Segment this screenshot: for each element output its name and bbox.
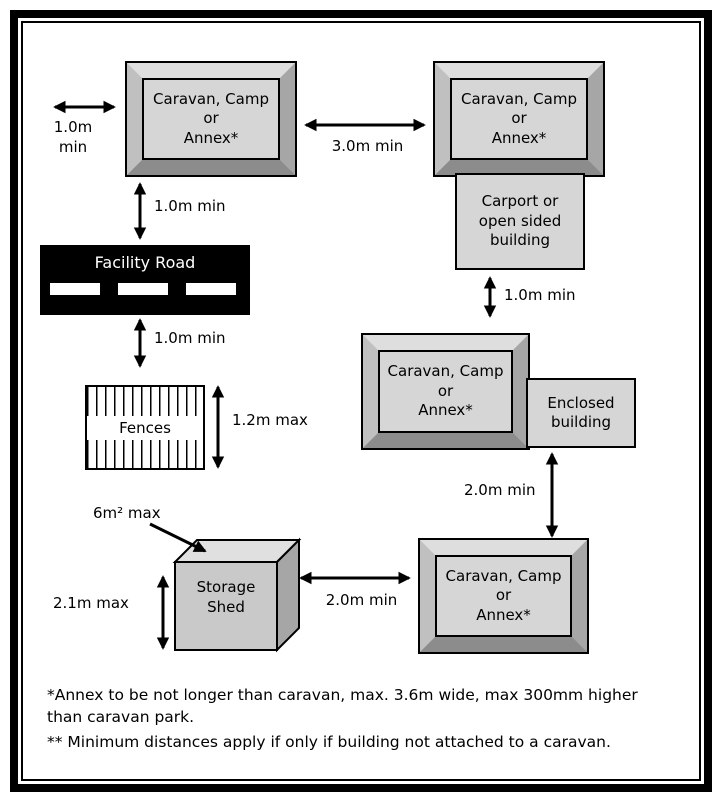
footnote-min-distance: ** Minimum distances apply if only if bu… — [47, 732, 611, 751]
facility-road: Facility Road — [40, 245, 250, 315]
label-shed-to-caravan: 2.0m min — [325, 591, 398, 609]
label-fence-height: 1.2m max — [232, 411, 308, 429]
caravan-bottom-right-label: Caravan, Camp or Annex* — [435, 555, 572, 637]
label-caravan-to-road: 1.0m min — [154, 197, 226, 215]
fences-box: Fences — [85, 385, 205, 470]
caravan-box-top-right: Caravan, Camp or Annex* — [433, 61, 605, 177]
label-between-top-caravans: 3.0m min — [331, 137, 404, 155]
facility-road-label: Facility Road — [94, 253, 196, 272]
footnote-annex: *Annex to be not longer than caravan, ma… — [47, 686, 638, 727]
label-shed-area: 6m² max — [93, 504, 161, 522]
shed-side-face — [276, 537, 300, 653]
arrow-shed-area-pointer — [149, 522, 207, 553]
road-dash — [50, 283, 100, 295]
fences-label: Fences — [87, 415, 203, 440]
road-dash — [186, 283, 236, 295]
label-road-to-fence: 1.0m min — [154, 329, 226, 347]
caravan-middle-right-label: Caravan, Camp or Annex* — [378, 350, 513, 433]
shed-top-face — [172, 539, 302, 563]
label-left-gap: 1.0m min — [53, 118, 93, 156]
carport-box: Carport or open sided building — [455, 173, 585, 270]
road-lane-markings — [50, 283, 236, 295]
label-enclosed-to-caravan: 2.0m min — [464, 481, 536, 499]
caravan-box-middle-right: Caravan, Camp or Annex* — [361, 333, 530, 450]
caravan-box-top-left: Caravan, Camp or Annex* — [125, 61, 297, 177]
label-shed-height: 2.1m max — [53, 594, 129, 612]
enclosed-building-box: Enclosed building — [526, 378, 636, 448]
road-dash — [118, 283, 168, 295]
footnotes: *Annex to be not longer than caravan, ma… — [47, 684, 687, 755]
caravan-top-right-label: Caravan, Camp or Annex* — [450, 78, 588, 160]
caravan-box-bottom-right: Caravan, Camp or Annex* — [418, 538, 589, 654]
storage-shed-label: Storage Shed — [196, 578, 256, 616]
caravan-top-left-label: Caravan, Camp or Annex* — [142, 78, 280, 160]
label-carport-to-caravan: 1.0m min — [504, 286, 576, 304]
